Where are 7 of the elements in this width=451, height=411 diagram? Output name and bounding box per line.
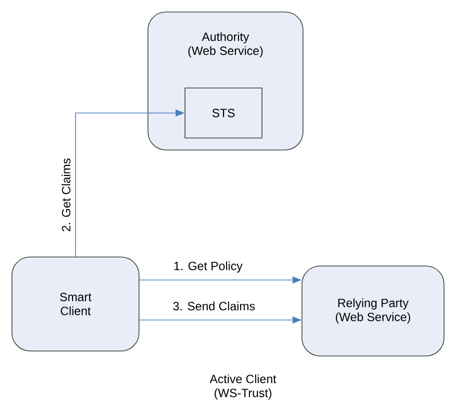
edge-label: 2. Get Claims [62,158,70,232]
edge-label: 3. Send Claims [173,302,255,310]
process-box: Smart Client [12,256,140,352]
caption: Active Client (WS-Trust) [210,374,276,400]
edge-label: 1. Get Policy [174,261,243,273]
service-box: STS [184,88,262,138]
process-box: Relying Party (Web Service) [302,266,444,356]
